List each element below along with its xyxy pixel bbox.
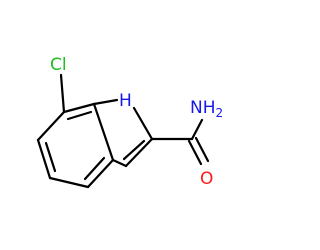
bond-c5-c4: [48, 176, 90, 189]
bond-c2-c3-inner: [122, 139, 146, 161]
bond-c6-c5: [36, 138, 52, 180]
amide-nh-label: NH: [190, 98, 216, 118]
bond-carbonyl-nh2: [190, 118, 204, 141]
bond-c7a-n1: [92, 98, 119, 106]
bond-c3-c3a: [111, 158, 128, 168]
carbonyl-oxygen-atom-label: O: [200, 169, 213, 189]
ring-nh-atom-label: H: [119, 91, 132, 111]
bond-c4-c3a: [86, 158, 115, 189]
bond-lines: [36, 73, 210, 189]
bond-carbonyl-o-b: [194, 136, 210, 163]
amide-nh2-atom-label: NH2: [190, 98, 223, 120]
bond-c2-c3: [124, 137, 154, 168]
bond-c7-c6: [36, 110, 66, 142]
bond-c7-c7a: [62, 102, 96, 114]
bond-c4-c3a-inner: [83, 156, 106, 181]
chemical-structure-diagram: Cl H NH2 O: [36, 55, 223, 189]
bond-c7-cl: [59, 73, 66, 114]
amide-subscript-label: 2: [216, 106, 224, 120]
atom-labels: Cl H NH2 O: [50, 55, 223, 189]
bond-c7a-c7-inner: [66, 110, 93, 121]
bond-n1-c2: [132, 106, 154, 141]
bond-c6-c5-inner: [44, 141, 57, 173]
bond-c3a-c7a: [92, 102, 115, 162]
bond-carbonyl-o-a: [187, 139, 203, 166]
chlorine-atom-label: Cl: [50, 55, 67, 75]
